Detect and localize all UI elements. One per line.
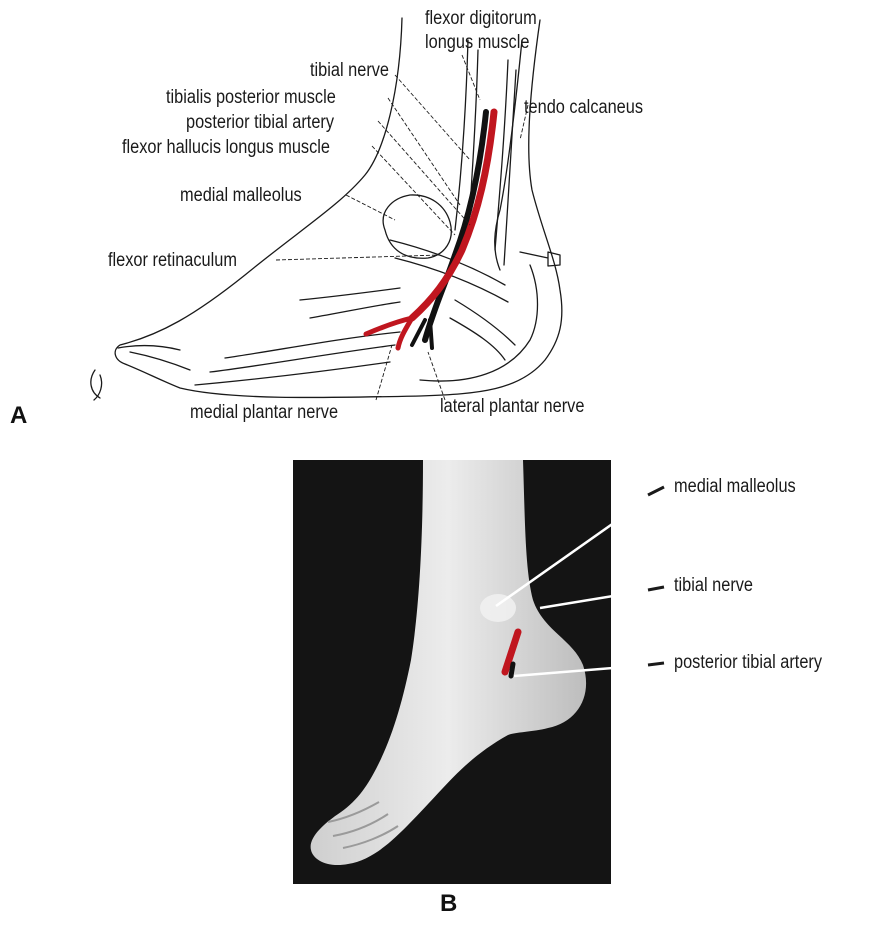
panel-b-letter: B [440, 890, 457, 918]
label-posterior-tibial-artery-a: posterior tibial artery [186, 112, 334, 134]
label-flexor-hallucis-longus: flexor hallucis longus muscle [122, 137, 330, 159]
label-tibial-nerve-b: tibial nerve [674, 575, 753, 597]
label-medial-malleolus-b: medial malleolus [674, 476, 796, 498]
label-tendo-calcaneus: tendo calcaneus [524, 97, 643, 119]
panel-a-drawing [0, 0, 873, 460]
label-flexor-retinaculum: flexor retinaculum [108, 250, 237, 272]
label-flexor-digitorum-1: flexor digitorum [425, 8, 537, 30]
label-posterior-tibial-artery-b: posterior tibial artery [674, 652, 822, 674]
label-tibialis-posterior: tibialis posterior muscle [166, 87, 336, 109]
panel-a-letter: A [10, 402, 27, 430]
label-tibial-nerve-a: tibial nerve [310, 60, 389, 82]
label-medial-plantar-nerve: medial plantar nerve [190, 402, 338, 424]
label-medial-malleolus-a: medial malleolus [180, 185, 302, 207]
label-flexor-digitorum-2: longus muscle [425, 32, 529, 54]
ankle-photo [293, 460, 611, 884]
label-lateral-plantar-nerve: lateral plantar nerve [440, 396, 584, 418]
